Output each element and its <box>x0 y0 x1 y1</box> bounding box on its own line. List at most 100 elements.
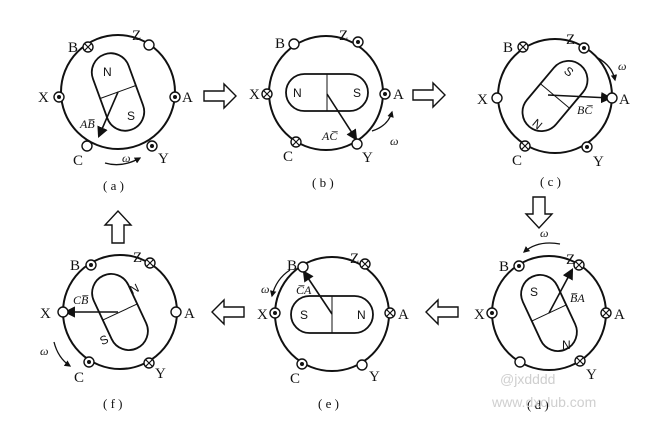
svg-text:A: A <box>184 306 195 322</box>
flux-vector-arrow <box>548 268 574 314</box>
panel-caption: ( e ) <box>318 396 339 411</box>
svg-text:Y: Y <box>362 150 373 166</box>
flux-vector-arrow <box>547 91 613 104</box>
svg-text:Z: Z <box>339 28 348 44</box>
magnet-pole-label: N <box>293 86 302 100</box>
svg-text:Z: Z <box>350 251 359 267</box>
rotor-magnet <box>285 73 369 112</box>
svg-text:B: B <box>499 259 509 275</box>
panel-caption: ( f ) <box>103 396 123 411</box>
magnet-pole-label: S <box>127 109 135 123</box>
svg-text:C: C <box>73 153 83 169</box>
terminal-C: C <box>74 356 95 386</box>
svg-text:A: A <box>398 307 409 323</box>
svg-text:A: A <box>393 87 404 103</box>
magnet-pole-label: S <box>353 86 361 100</box>
omega-label: ω <box>261 282 269 296</box>
terminal-X: X <box>257 307 281 323</box>
terminal-Y: Y <box>581 141 604 170</box>
terminal-Y: Y <box>143 357 166 382</box>
svg-text:X: X <box>474 307 485 323</box>
flux-vector-label: CB̅ <box>73 293 89 307</box>
svg-text:B: B <box>287 258 297 274</box>
panel-caption: ( b ) <box>312 175 334 190</box>
terminal-Z: Z <box>566 32 590 54</box>
svg-text:Z: Z <box>566 252 575 268</box>
flux-vector-arrow <box>302 270 333 315</box>
terminal-C: C <box>512 140 531 169</box>
omega-label: ω <box>618 59 626 73</box>
flow-arrow-right <box>412 81 446 109</box>
panel-caption: ( a ) <box>103 178 124 193</box>
svg-text:Z: Z <box>133 250 142 266</box>
rotation-arrow <box>597 57 618 82</box>
svg-text:X: X <box>38 90 49 106</box>
terminal-A: A <box>600 307 625 323</box>
terminal-Z: Z <box>566 252 585 271</box>
svg-text:C: C <box>512 153 522 169</box>
terminal-B: B <box>503 40 529 56</box>
svg-text:Z: Z <box>566 32 575 48</box>
omega-label: ω <box>122 151 130 165</box>
svg-text:C: C <box>283 149 293 165</box>
rotation-arrow <box>523 242 561 253</box>
terminal-A: A <box>379 87 404 103</box>
flux-vector-arrow <box>97 91 119 139</box>
flux-vector-label: BC̅ <box>577 103 593 117</box>
svg-text:B: B <box>70 258 80 274</box>
flow-arrow-up <box>103 209 133 244</box>
terminal-C <box>514 356 526 368</box>
terminal-X: X <box>477 92 503 108</box>
terminal-A: A <box>384 307 409 323</box>
terminal-A: A <box>606 92 630 108</box>
terminal-B: B <box>68 40 94 56</box>
terminal-Z: Z <box>350 251 371 270</box>
svg-text:Y: Y <box>155 366 166 382</box>
terminal-B: B <box>287 258 309 274</box>
panel-e: S N C̅A A B C X Y Z ω ( e ) <box>257 251 409 411</box>
flux-vector-label: C̅A <box>296 283 312 297</box>
terminal-Y: Y <box>356 359 380 385</box>
magnet-pole-label: N <box>127 281 141 297</box>
svg-text:Y: Y <box>593 154 604 170</box>
svg-text:Y: Y <box>369 369 380 385</box>
terminal-A: A <box>169 90 193 106</box>
terminal-B: B <box>275 36 300 52</box>
terminal-C: C <box>290 358 308 387</box>
magnet-pole-label: N <box>103 65 112 79</box>
svg-text:X: X <box>249 87 260 103</box>
terminal-C: C <box>73 140 93 169</box>
panel-caption: ( c ) <box>540 174 561 189</box>
svg-text:X: X <box>40 306 51 322</box>
magnet-pole-label: N <box>562 338 571 352</box>
terminal-X: X <box>249 87 273 103</box>
terminal-X: X <box>474 307 498 323</box>
terminal-Z: Z <box>132 28 155 51</box>
terminal-X: X <box>40 306 69 322</box>
panel-f: N S CB̅ A B C X Y Z ω ( f ) <box>40 250 195 411</box>
magnet-pole-label: S <box>530 285 538 299</box>
panel-a: N S AB̅ A B C X Y Z ω ( a ) <box>38 28 193 193</box>
svg-text:C: C <box>290 371 300 387</box>
terminal-B: B <box>70 258 97 274</box>
terminal-Y: Y <box>351 138 373 166</box>
terminal-X: X <box>38 90 65 106</box>
flow-arrow-down <box>524 196 554 230</box>
svg-text:A: A <box>614 307 625 323</box>
svg-text:A: A <box>619 92 630 108</box>
watermark-url: www.dxclub.com <box>491 394 596 410</box>
flow-arrow-left <box>211 298 245 326</box>
svg-text:A: A <box>182 90 193 106</box>
svg-text:Y: Y <box>586 367 597 383</box>
rotor-magnet <box>91 273 149 351</box>
flux-vector-label: AC̅ <box>321 129 338 143</box>
flux-vector-label: AB̅ <box>79 117 95 131</box>
rotation-arrow <box>104 157 142 166</box>
svg-text:C: C <box>74 370 84 386</box>
panel-caption: ( d ) <box>527 397 549 412</box>
svg-text:B: B <box>275 36 285 52</box>
rotation-arrow <box>371 110 394 132</box>
flux-vector-label: B̅A <box>570 291 585 305</box>
terminal-B: B <box>499 259 525 275</box>
